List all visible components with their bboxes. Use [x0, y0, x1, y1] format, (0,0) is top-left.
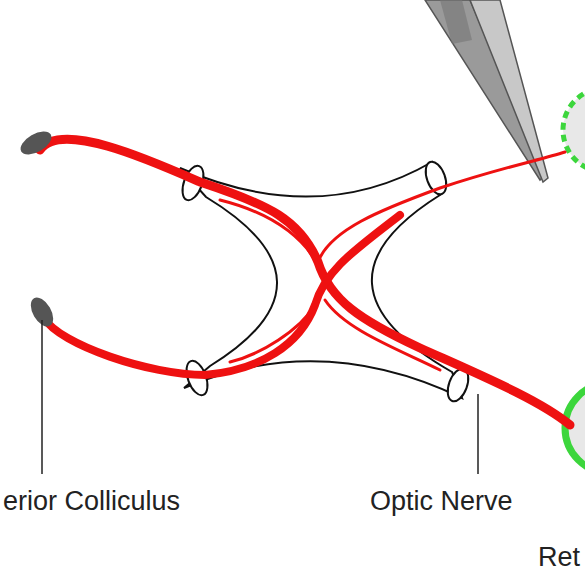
nerve-fibers	[40, 139, 570, 425]
retina-dashed	[563, 88, 585, 172]
structure-label: Optic Nerve	[370, 488, 513, 515]
tube-end	[422, 159, 451, 197]
superior-colliculus	[17, 127, 55, 160]
structure-label: erior Colliculus	[3, 488, 180, 515]
forceps	[425, 0, 548, 182]
structure-label: Ret	[538, 544, 580, 571]
leader-line	[41, 320, 43, 474]
leader-line	[477, 394, 479, 474]
